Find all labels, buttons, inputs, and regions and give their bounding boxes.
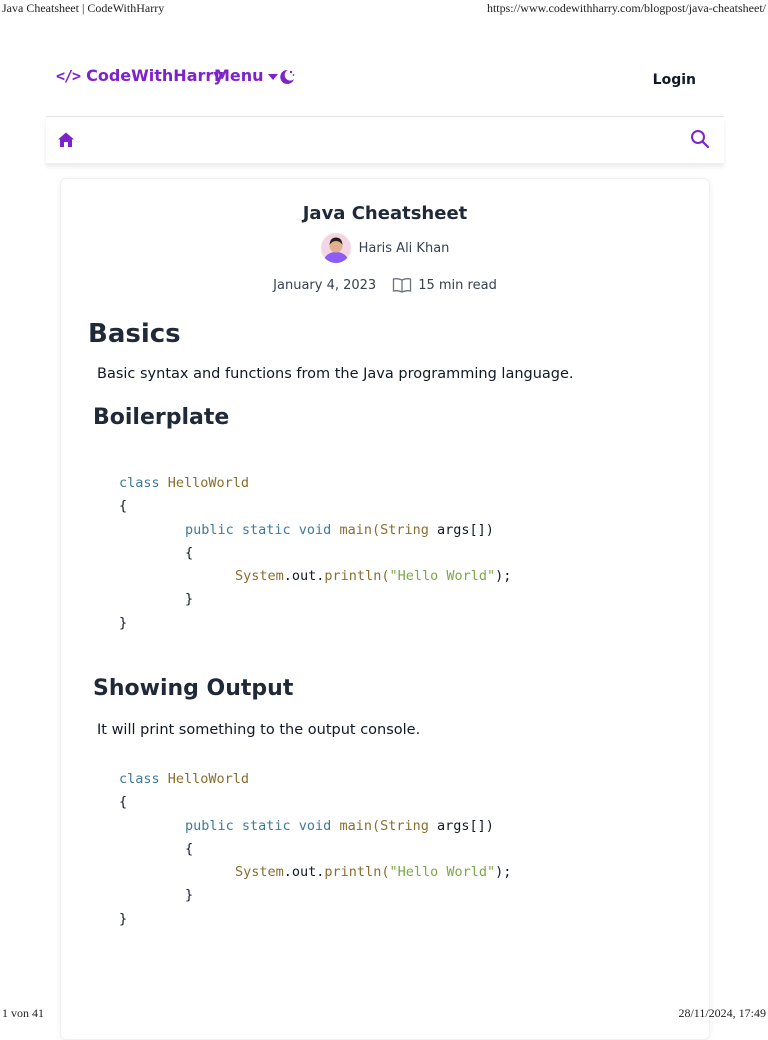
brand-name: CodeWithHarry	[86, 66, 224, 85]
avatar	[320, 233, 351, 263]
print-footer: 1 von 41 28/11/2024, 17:49	[0, 1006, 768, 1024]
code-line: }	[119, 910, 128, 927]
moon-icon	[280, 69, 295, 84]
code-line: {	[119, 498, 128, 515]
search-icon	[691, 130, 710, 149]
search-button[interactable]	[690, 129, 710, 149]
code-line: }	[185, 591, 194, 608]
book-icon	[393, 278, 412, 293]
home-button[interactable]	[57, 131, 75, 149]
code-icon: </>	[56, 66, 81, 85]
code-block-showing-output: class HelloWorld { public static void main…	[119, 768, 511, 931]
code-line: {	[185, 840, 194, 857]
code-line: System.out.println("Hello World");	[235, 568, 512, 585]
code-line: {	[119, 794, 128, 811]
author-byline: Haris Ali Khan	[61, 233, 709, 263]
chevron-down-icon	[267, 74, 278, 80]
code-line: }	[185, 887, 194, 904]
code-line: }	[119, 614, 128, 631]
code-block-boilerplate: class HelloWorld { public static void main…	[119, 472, 511, 635]
code-line: System.out.println("Hello World");	[235, 864, 512, 881]
print-doc-title: Java Cheatsheet | CodeWithHarry	[2, 1, 165, 15]
print-url: https://www.codewithharry.com/blogpost/j…	[486, 1, 766, 15]
theme-toggle-button[interactable]	[278, 68, 296, 86]
code-line: public static void main(String args[])	[185, 817, 494, 834]
menu-button[interactable]: Menu	[214, 66, 278, 85]
print-page-counter: 1 von 41	[2, 1006, 44, 1020]
post-date: January 4, 2023	[273, 277, 377, 293]
article-card: Java Cheatsheet Haris Ali Khan January 4…	[60, 178, 710, 1040]
home-icon	[58, 132, 74, 147]
print-header: Java Cheatsheet | CodeWithHarry https://…	[0, 0, 768, 16]
showing-output-description: It will print something to the output co…	[97, 722, 421, 738]
code-line: class HelloWorld	[119, 771, 250, 787]
code-line: class HelloWorld	[119, 475, 250, 491]
section-heading-boilerplate: Boilerplate	[93, 405, 230, 430]
code-line: {	[185, 544, 194, 561]
print-datetime: 28/11/2024, 17:49	[678, 1006, 766, 1020]
post-title: Java Cheatsheet	[302, 203, 468, 224]
section-heading-showing-output: Showing Output	[93, 676, 294, 701]
read-time: 15 min read	[418, 277, 497, 293]
post-meta: January 4, 2023 15 min read	[61, 277, 709, 293]
basics-description: Basic syntax and functions from the Java…	[97, 366, 574, 382]
section-heading-basics: Basics	[88, 319, 181, 349]
brand-logo-link[interactable]: </> CodeWithHarry	[56, 66, 224, 85]
code-line: public static void main(String args[])	[185, 521, 494, 538]
login-button[interactable]: Login	[652, 72, 696, 88]
menu-label: Menu	[214, 66, 264, 85]
author-name[interactable]: Haris Ali Khan	[358, 240, 450, 256]
top-navbar: </> CodeWithHarry Menu Login	[46, 58, 724, 117]
secondary-navbar	[46, 117, 724, 164]
